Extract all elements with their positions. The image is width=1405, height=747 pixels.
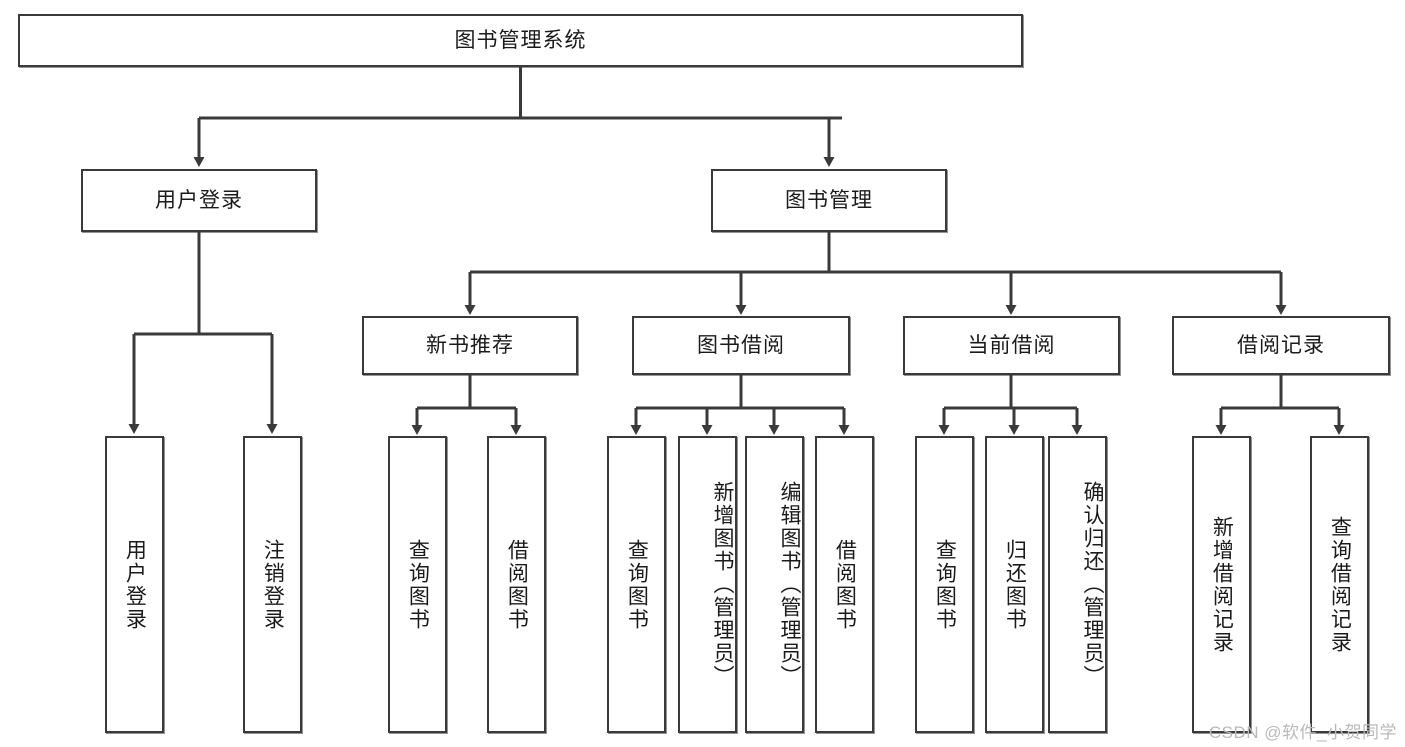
node-leaf-borrow-book-2[interactable]: 借阅图书 — [815, 436, 874, 733]
node-book-borrow-label: 图书借阅 — [697, 333, 785, 357]
node-leaf-user-login-label: 用户登录 — [123, 538, 147, 631]
node-current-borrow[interactable]: 当前借阅 — [903, 316, 1120, 375]
node-leaf-query-record-label: 查询借阅记录 — [1328, 515, 1352, 654]
node-leaf-return-book[interactable]: 归还图书 — [985, 436, 1044, 733]
node-leaf-confirm-return[interactable]: 确认归还（管理员） — [1048, 436, 1107, 733]
node-leaf-query-book-1-label: 查询图书 — [406, 538, 430, 631]
node-leaf-edit-book-label: 编辑图书（管理员） — [778, 481, 801, 688]
node-root-label: 图书管理系统 — [454, 28, 587, 52]
node-new-book-recommend[interactable]: 新书推荐 — [362, 316, 578, 375]
node-user-login-label: 用户登录 — [155, 188, 243, 212]
node-current-borrow-label: 当前借阅 — [967, 333, 1056, 357]
node-leaf-query-book-3-label: 查询图书 — [933, 538, 957, 631]
node-leaf-query-book-2[interactable]: 查询图书 — [607, 436, 666, 733]
node-leaf-query-book-1[interactable]: 查询图书 — [388, 436, 447, 733]
node-book-borrow[interactable]: 图书借阅 — [632, 316, 850, 375]
node-leaf-confirm-return-label: 确认归还（管理员） — [1081, 481, 1104, 688]
node-user-login[interactable]: 用户登录 — [81, 169, 317, 232]
node-book-manage[interactable]: 图书管理 — [711, 169, 947, 232]
node-leaf-borrow-book-2-label: 借阅图书 — [833, 538, 857, 631]
node-leaf-add-book[interactable]: 新增图书（管理员） — [678, 436, 737, 733]
node-leaf-borrow-book-1-label: 借阅图书 — [505, 538, 529, 631]
node-borrow-record-label: 借阅记录 — [1237, 333, 1325, 357]
watermark: CSDN @软件_小贺同学 — [1208, 723, 1397, 742]
node-root[interactable]: 图书管理系统 — [18, 14, 1023, 67]
node-book-manage-label: 图书管理 — [785, 188, 873, 212]
node-leaf-add-record[interactable]: 新增借阅记录 — [1192, 436, 1251, 733]
node-leaf-query-book-2-label: 查询图书 — [625, 538, 649, 631]
node-leaf-logout[interactable]: 注销登录 — [243, 436, 302, 733]
node-leaf-borrow-book-1[interactable]: 借阅图书 — [487, 436, 546, 733]
node-leaf-add-book-label: 新增图书（管理员） — [711, 481, 734, 688]
node-leaf-query-book-3[interactable]: 查询图书 — [915, 436, 974, 733]
node-leaf-edit-book[interactable]: 编辑图书（管理员） — [745, 436, 804, 733]
node-borrow-record[interactable]: 借阅记录 — [1172, 316, 1390, 375]
node-leaf-user-login[interactable]: 用户登录 — [105, 436, 164, 733]
node-leaf-query-record[interactable]: 查询借阅记录 — [1310, 436, 1369, 733]
node-leaf-add-record-label: 新增借阅记录 — [1210, 515, 1234, 654]
node-leaf-return-book-label: 归还图书 — [1003, 538, 1027, 631]
node-new-book-recommend-label: 新书推荐 — [426, 333, 514, 357]
node-leaf-logout-label: 注销登录 — [261, 538, 285, 631]
